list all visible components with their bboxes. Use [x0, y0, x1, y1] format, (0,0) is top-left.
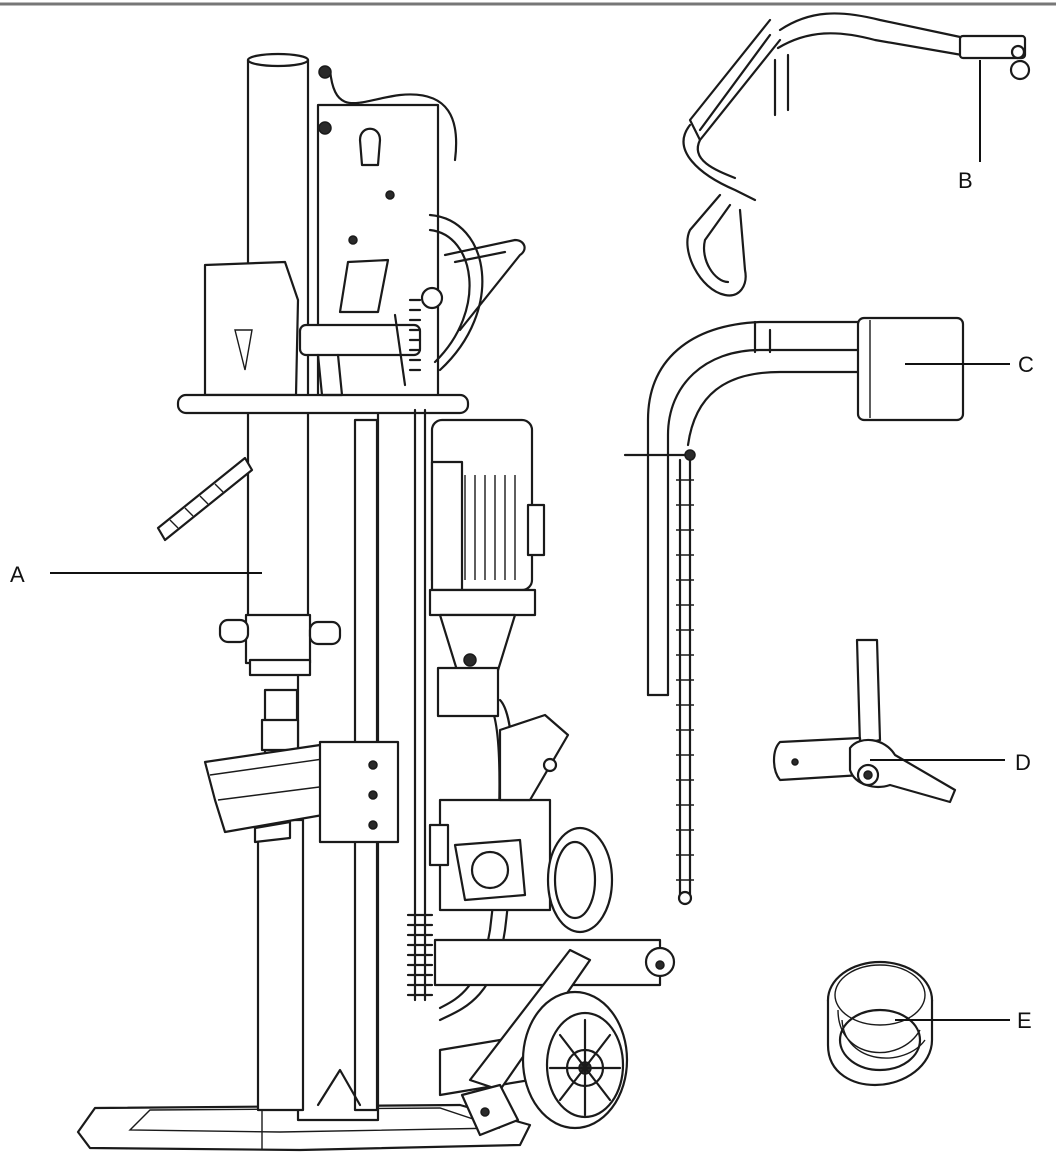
part-c-guard: [623, 316, 965, 906]
callout-d: D: [1015, 750, 1031, 775]
part-b-handle: [682, 12, 1031, 297]
callout-e: E: [1017, 1008, 1032, 1033]
callout-b: B: [958, 168, 973, 193]
callout-c: C: [1018, 352, 1034, 377]
part-e-ring: [826, 960, 934, 1087]
log-splitter-machine: [76, 52, 676, 1152]
part-d-lever: [772, 638, 957, 804]
callout-a: A: [10, 562, 25, 587]
